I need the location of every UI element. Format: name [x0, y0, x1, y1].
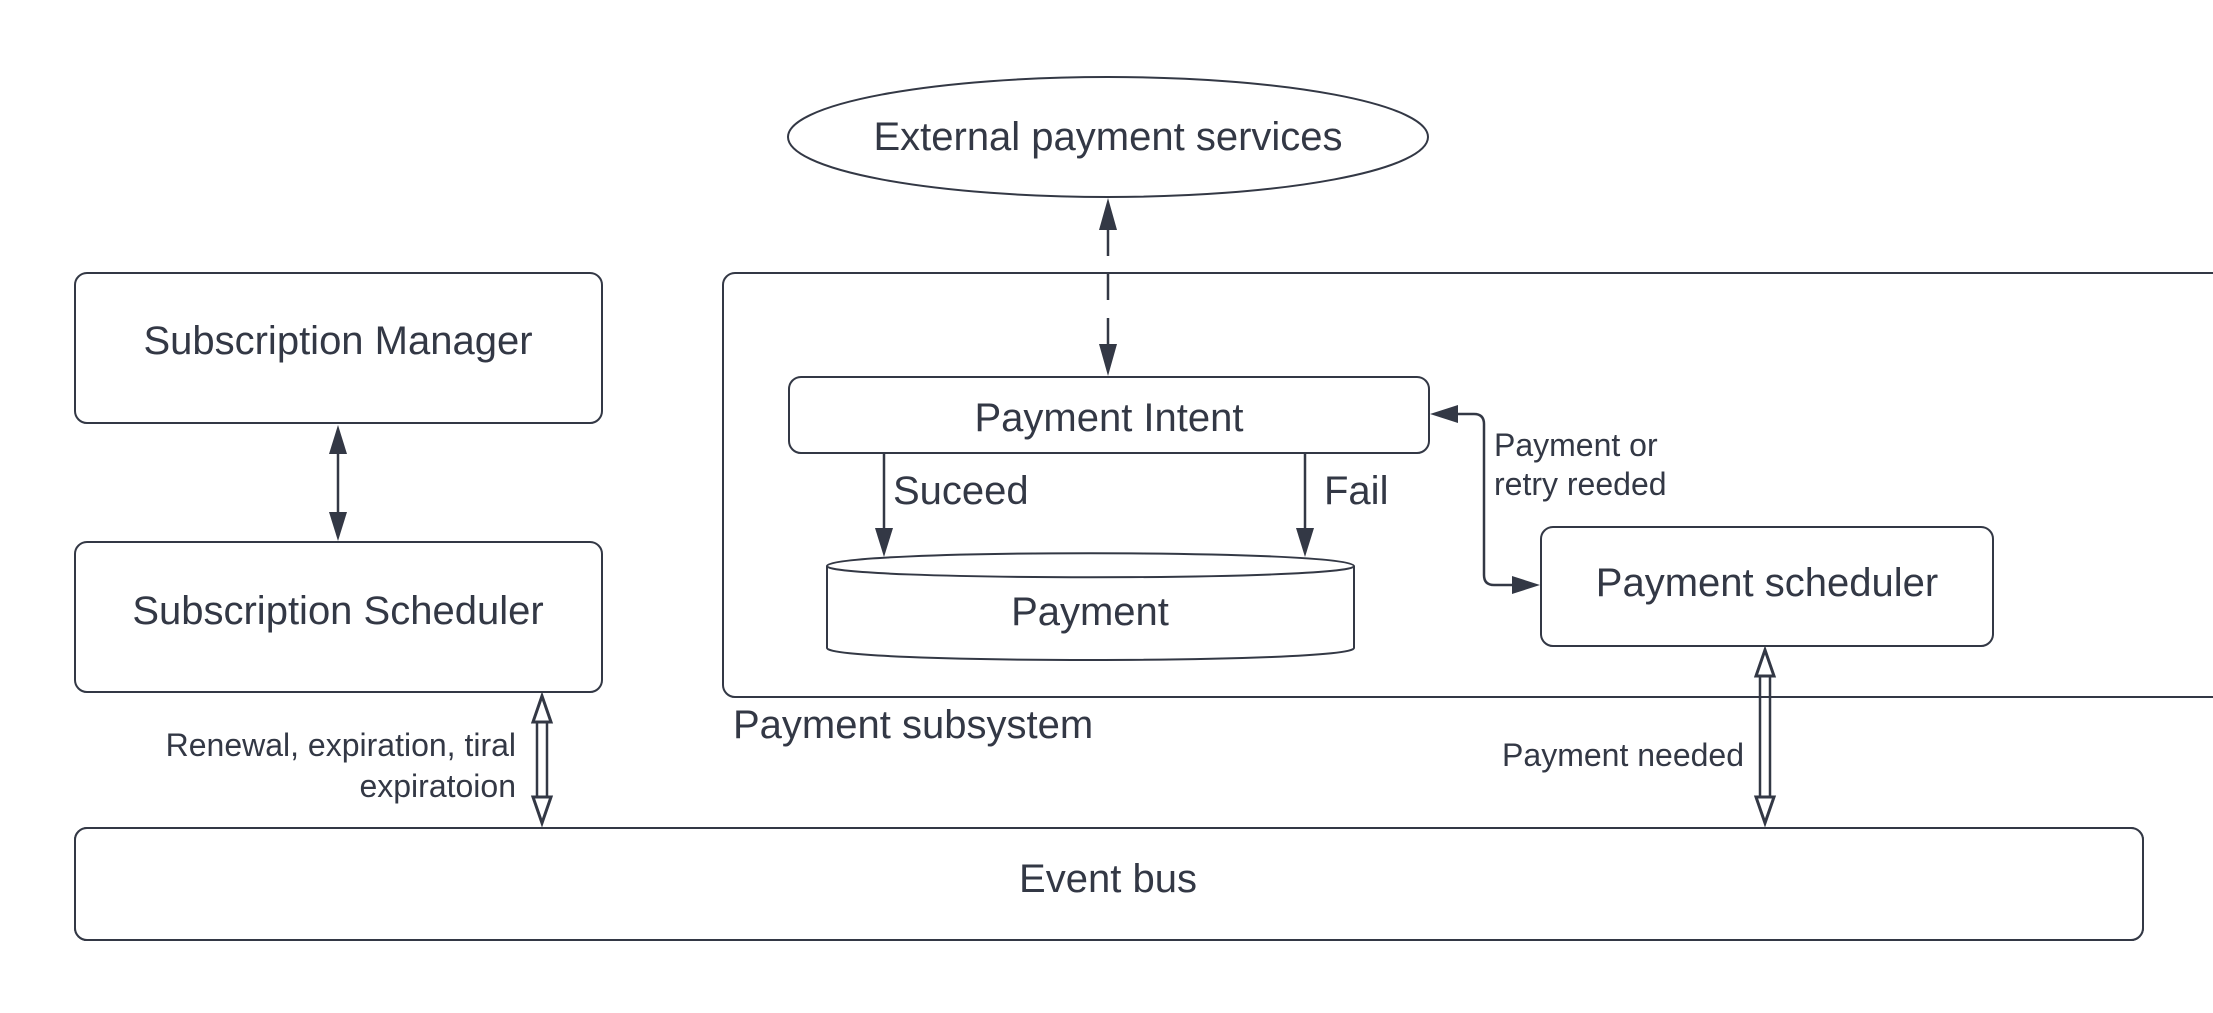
payment-scheduler-eventbus-arrow	[1753, 645, 1777, 828]
subscription-scheduler-label: Subscription Scheduler	[132, 589, 543, 633]
payment-database-node[interactable]	[826, 552, 1355, 661]
payment-database-label: Payment	[1011, 590, 1169, 634]
renewal-label-line2: expiratoion	[359, 768, 516, 804]
event-bus-label: Event bus	[1019, 857, 1197, 901]
external-payment-services-label: External payment services	[873, 115, 1342, 159]
subscription-manager-label: Subscription Manager	[143, 319, 532, 363]
payment-needed-label: Payment needed	[1502, 737, 1744, 773]
succeed-label: Suceed	[893, 469, 1029, 513]
intent-scheduler-arrow	[1430, 405, 1540, 594]
external-payment-services-node[interactable]	[787, 76, 1429, 198]
payment-or-retry-label-line2: retry reeded	[1494, 466, 1667, 502]
payment-subsystem-group[interactable]	[722, 272, 2213, 698]
event-bus-node-border	[74, 827, 2144, 941]
payment-database-top-rim	[826, 565, 1355, 579]
fail-label: Fail	[1324, 469, 1388, 513]
fail-arrow	[1296, 453, 1314, 557]
subscription-manager-node[interactable]	[74, 272, 603, 424]
external-to-intent-arrow	[1099, 198, 1117, 376]
renewal-label-line1: Renewal, expiration, tiral	[166, 727, 516, 763]
payment-or-retry-label-line1: Payment or	[1494, 427, 1658, 463]
payment-scheduler-node[interactable]	[1540, 526, 1994, 647]
subscription-scheduler-node[interactable]	[74, 541, 603, 693]
payment-scheduler-label: Payment scheduler	[1596, 561, 1938, 605]
manager-scheduler-arrow	[329, 425, 347, 541]
payment-subsystem-label: Payment subsystem	[733, 703, 1093, 747]
scheduler-eventbus-arrow	[530, 691, 554, 828]
payment-intent-node[interactable]	[788, 376, 1430, 454]
succeed-arrow	[875, 453, 893, 557]
payment-intent-label: Payment Intent	[974, 396, 1243, 440]
